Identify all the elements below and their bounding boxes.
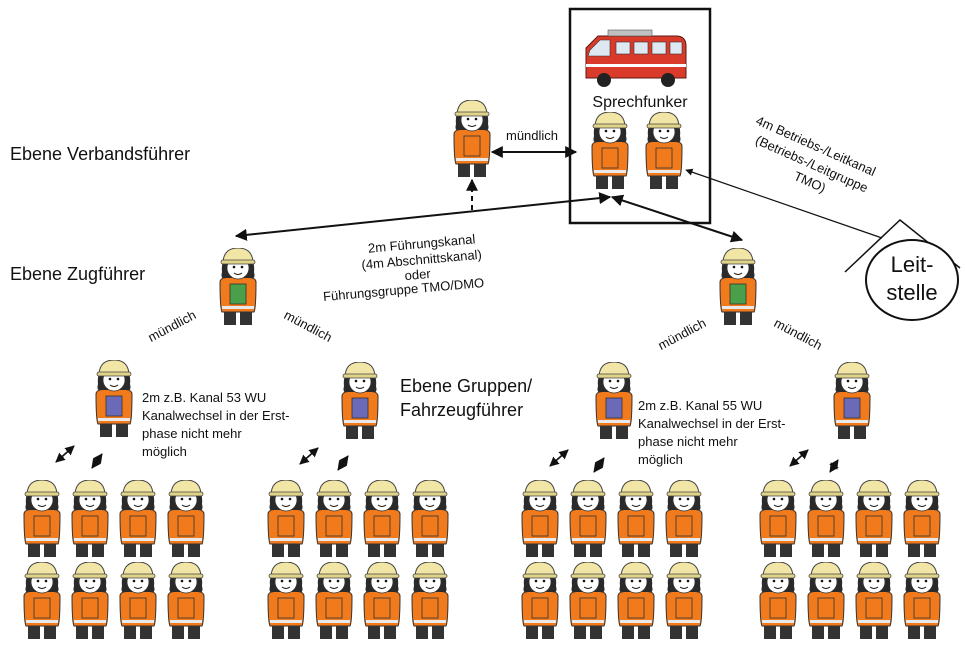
- level-label-gruppen-line1: Ebene Gruppen/: [400, 376, 532, 396]
- crew-member-figure: [903, 562, 941, 640]
- crew-member-figure: [903, 480, 941, 558]
- crew-member-figure: [71, 562, 109, 640]
- fire-truck-icon: [585, 29, 687, 87]
- arrow-crew-2b: [337, 455, 349, 471]
- arrow-zug-right-sprechfunker: [610, 194, 744, 243]
- level-label-zugfuehrer: Ebene Zugführer: [10, 264, 145, 284]
- zugfuehrer-left-figure: [219, 248, 257, 326]
- crew-member-figure: [411, 562, 449, 640]
- crew-member-figure: [759, 562, 797, 640]
- muendlich-label-zug-right-2: mündlich: [772, 315, 825, 353]
- crew-member-figure: [665, 562, 703, 640]
- leitstelle-label-line1: Leit-: [891, 252, 934, 277]
- crew-member-figure: [807, 480, 845, 558]
- level-label-verbandsfuehrer: Ebene Verbandsführer: [10, 144, 190, 164]
- crew-member-figure: [167, 480, 205, 558]
- arrow-crew-1b: [91, 453, 103, 469]
- sprechfunker-label: Sprechfunker: [592, 94, 688, 111]
- crew-member-figure: [71, 480, 109, 558]
- arrow-crew-1a: [55, 445, 75, 463]
- sprechfunker-2-figure: [645, 112, 683, 190]
- crew-member-figure: [119, 562, 157, 640]
- kanal-right-line3: phase nicht mehr: [638, 434, 738, 449]
- crew-member-figure: [363, 562, 401, 640]
- fuehrungskanal-line4: Führungsgruppe TMO/DMO: [322, 275, 484, 304]
- crew-member-figure: [665, 480, 703, 558]
- verbandsfuehrer-figure: [453, 100, 491, 178]
- kanal-left-line3: phase nicht mehr: [142, 426, 242, 441]
- crew-figures: [23, 480, 941, 640]
- kanal-right-line2: Kanalwechsel in der Erst-: [638, 416, 785, 431]
- gruppenfuehrer-3-figure: [595, 362, 633, 440]
- crew-member-figure: [315, 480, 353, 558]
- crew-member-figure: [617, 480, 655, 558]
- gruppenfuehrer-2-figure: [341, 362, 379, 440]
- gruppenfuehrer-4-figure: [833, 362, 871, 440]
- kanal-right-line4: möglich: [638, 452, 683, 467]
- muendlich-label-verband: mündlich: [506, 128, 558, 143]
- crew-member-figure: [569, 480, 607, 558]
- muendlich-label-zug-right-1: mündlich: [655, 315, 708, 353]
- crew-member-figure: [855, 480, 893, 558]
- crew-member-figure: [617, 562, 655, 640]
- crew-member-figure: [167, 562, 205, 640]
- gruppenfuehrer-1-figure: [95, 360, 133, 438]
- leitstelle-label-line2: stelle: [886, 280, 937, 305]
- crew-member-figure: [855, 562, 893, 640]
- crew-member-figure: [807, 562, 845, 640]
- arrow-crew-2a: [299, 447, 319, 465]
- muendlich-label-zug-left-2: mündlich: [282, 307, 335, 345]
- sprechfunker-figures: [591, 112, 683, 190]
- crew-member-figure: [23, 562, 61, 640]
- arrow-crew-4b: [829, 459, 839, 473]
- arrow-crew-3a: [549, 449, 569, 467]
- crew-member-figure: [119, 480, 157, 558]
- crew-member-figure: [521, 562, 559, 640]
- level-label-gruppen-line2: Fahrzeugführer: [400, 400, 523, 420]
- crew-member-figure: [267, 562, 305, 640]
- crew-member-figure: [363, 480, 401, 558]
- zugfuehrer-right-figure: [719, 248, 757, 326]
- fuehrungskanal-line3: oder: [404, 266, 432, 283]
- kanal-left-line4: möglich: [142, 444, 187, 459]
- kanal-left-line1: 2m z.B. Kanal 53 WU: [142, 390, 266, 405]
- arrow-zug-left-sprechfunker: [234, 192, 612, 241]
- crew-member-figure: [569, 562, 607, 640]
- arrow-sprechfunker-leitstelle: [685, 168, 883, 239]
- leitstelle-station: Leit- stelle: [844, 219, 961, 321]
- crew-member-figure: [521, 480, 559, 558]
- crew-member-figure: [411, 480, 449, 558]
- crew-member-figure: [315, 562, 353, 640]
- arrow-crew-3b: [593, 457, 605, 473]
- muendlich-label-zug-left-1: mündlich: [145, 307, 198, 345]
- crew-member-figure: [267, 480, 305, 558]
- kanal-left-line2: Kanalwechsel in der Erst-: [142, 408, 289, 423]
- kanal-right-line1: 2m z.B. Kanal 55 WU: [638, 398, 762, 413]
- sprechfunker-1-figure: [591, 112, 629, 190]
- crew-member-figure: [759, 480, 797, 558]
- crew-member-figure: [23, 480, 61, 558]
- arrow-crew-4a: [789, 449, 809, 467]
